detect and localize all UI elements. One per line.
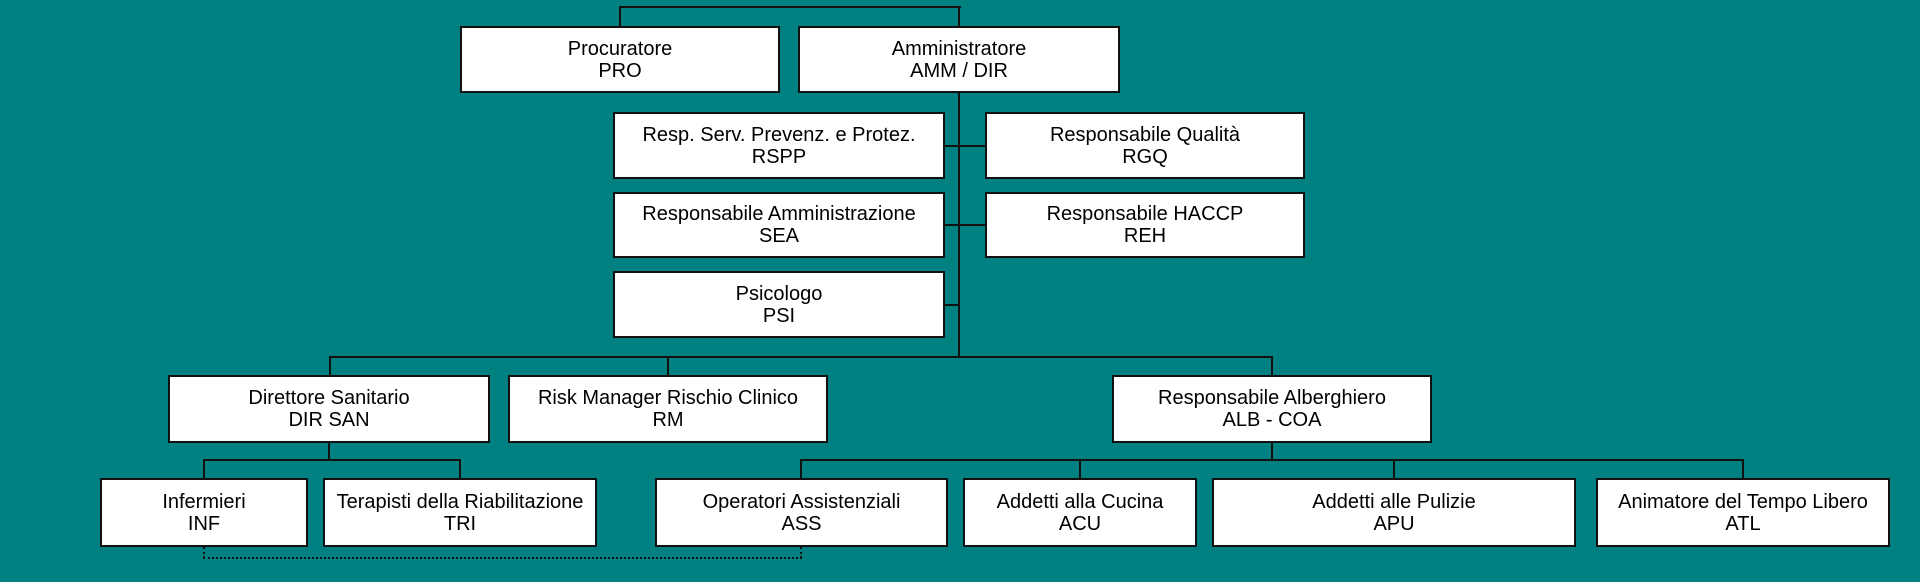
node-code: SEA xyxy=(758,225,800,247)
org-node-acu: Addetti alla Cucina ACU xyxy=(963,478,1197,547)
org-node-tri: Terapisti della Riabilitazione TRI xyxy=(323,478,597,547)
node-title: Responsabile Alberghiero xyxy=(1158,387,1386,409)
node-code: ACU xyxy=(1058,512,1102,535)
org-node-rgq: Responsabile Qualità RGQ xyxy=(985,112,1305,179)
connector-drop-apu xyxy=(1393,459,1395,478)
org-node-rm: Risk Manager Rischio Clinico RM xyxy=(508,375,828,443)
connector-drop-alb xyxy=(1271,356,1273,377)
org-node-reh: Responsabile HACCP REH xyxy=(985,192,1305,258)
connector-alb-down xyxy=(1271,443,1273,461)
node-code: ATL xyxy=(1725,512,1761,535)
connector-drop-dirsan xyxy=(329,356,331,375)
org-node-amministratore: Amministratore AMM / DIR xyxy=(798,26,1120,93)
node-title: Psicologo xyxy=(735,282,823,305)
org-node-sea: Responsabile Amministrazione SEA xyxy=(613,192,945,258)
org-node-apu: Addetti alle Pulizie APU xyxy=(1212,478,1576,547)
node-code: RM xyxy=(652,409,684,431)
node-code: TRI xyxy=(443,512,477,535)
node-title: Amministratore xyxy=(891,37,1027,60)
node-title: Direttore Sanitario xyxy=(248,387,410,409)
node-title: Infermieri xyxy=(162,490,246,513)
org-node-psi: Psicologo PSI xyxy=(613,271,945,338)
node-code: PRO xyxy=(598,59,642,82)
org-node-ass: Operatori Assistenziali ASS xyxy=(655,478,948,547)
org-node-alb: Responsabile Alberghiero ALB - COA xyxy=(1112,375,1432,443)
connector-stub-rspp-rgq xyxy=(945,145,985,147)
node-title: Animatore del Tempo Libero xyxy=(1618,490,1868,513)
connector-drop-ass xyxy=(800,459,802,478)
org-node-inf: Infermieri INF xyxy=(100,478,308,547)
connector-top-drop-pro xyxy=(619,6,621,26)
connector-drop-rm xyxy=(667,356,669,375)
node-title: Addetti alle Pulizie xyxy=(1312,490,1476,513)
connector-drop-tri xyxy=(459,459,461,478)
node-code: ALB - COA xyxy=(1222,409,1322,431)
node-code: INF xyxy=(187,512,221,535)
connector-stub-sea-reh xyxy=(945,224,985,226)
node-code: RSPP xyxy=(751,145,807,168)
node-code: REH xyxy=(1123,225,1167,247)
connector-drop-inf xyxy=(203,459,205,478)
node-title: Risk Manager Rischio Clinico xyxy=(537,387,799,409)
node-title: Responsabile HACCP xyxy=(1046,203,1244,225)
connector-drop-atl xyxy=(1742,459,1744,478)
org-node-procuratore: Procuratore PRO xyxy=(460,26,780,93)
dotted-link-tick-ass xyxy=(800,547,804,558)
node-code: RGQ xyxy=(1122,145,1168,168)
org-node-atl: Animatore del Tempo Libero ATL xyxy=(1596,478,1890,547)
connector-stub-psi xyxy=(945,304,960,306)
node-title: Terapisti della Riabilitazione xyxy=(336,490,584,513)
node-title: Responsabile Amministrazione xyxy=(642,203,916,225)
node-title: Responsabile Qualità xyxy=(1049,123,1241,146)
connector-right-bracket-h xyxy=(800,459,1744,461)
node-title: Procuratore xyxy=(567,37,673,60)
connector-top-bracket-h xyxy=(619,6,961,8)
node-title: Addetti alla Cucina xyxy=(996,490,1164,513)
connector-left-bracket-h xyxy=(203,459,460,461)
node-code: AMM / DIR xyxy=(910,59,1008,82)
node-code: ASS xyxy=(781,512,822,535)
org-node-rspp: Resp. Serv. Prevenz. e Protez. RSPP xyxy=(613,112,945,179)
org-node-dirsan: Direttore Sanitario DIR SAN xyxy=(168,375,490,443)
node-title: Operatori Assistenziali xyxy=(702,490,901,513)
dotted-link-tick-inf xyxy=(203,547,207,558)
node-code: APU xyxy=(1373,512,1415,535)
connector-dirsan-down xyxy=(328,443,330,461)
dotted-link-h xyxy=(203,557,802,561)
node-code: DIR SAN xyxy=(288,409,370,431)
connector-main-bracket-h xyxy=(329,356,1273,358)
node-code: PSI xyxy=(762,304,796,327)
node-title: Resp. Serv. Prevenz. e Protez. xyxy=(642,123,916,146)
connector-drop-acu xyxy=(1079,459,1081,478)
connector-top-drop-amm xyxy=(958,6,960,26)
